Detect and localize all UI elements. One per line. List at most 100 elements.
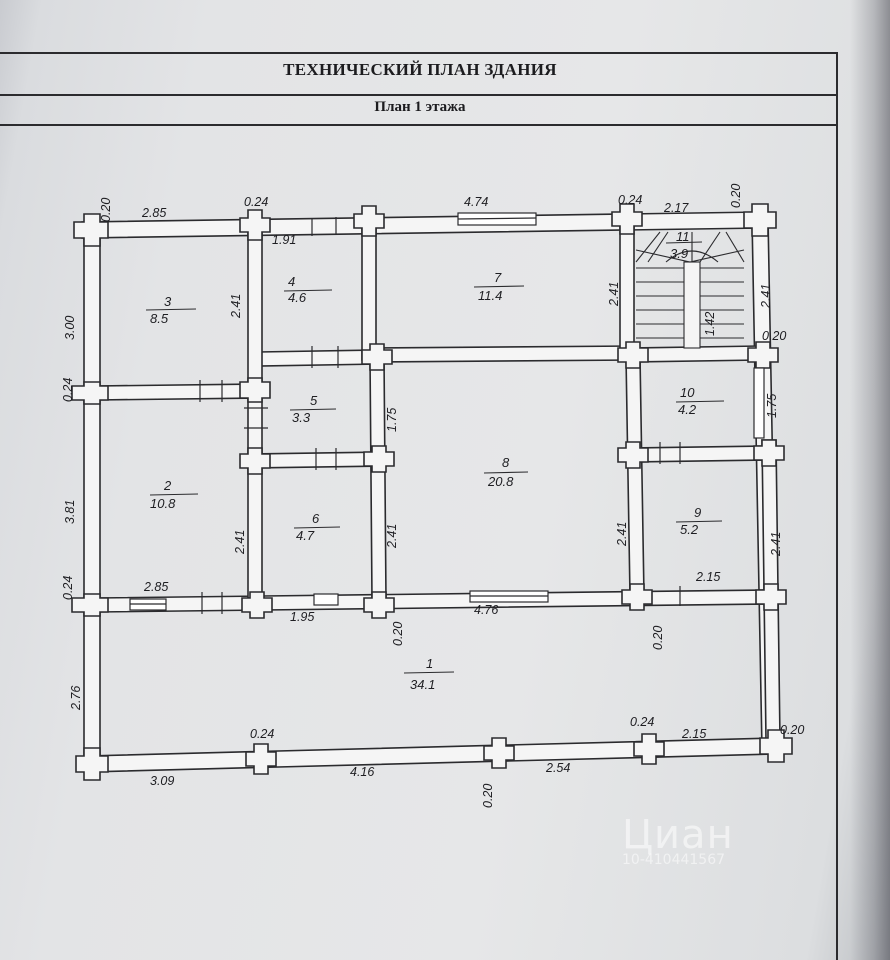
dim-left-0: 3.00 [63,316,77,340]
wall-left [83,225,101,769]
junction-m1 [239,377,271,403]
room-numbers: 3 8.5 4 4.6 7 11.4 11 3.9 5 3.3 10 4.2 2… [150,229,701,692]
room-9-area: 5.2 [680,522,699,537]
room-5-area: 3.3 [292,410,311,425]
page-subtitle: План 1 этажа [374,99,466,115]
room-3-divider [145,308,197,311]
room-4-number: 4 [288,274,295,289]
room-9-number: 9 [694,505,701,520]
room-1-divider [403,671,455,674]
junction-l2 [71,593,109,617]
dim-room6-width: 1.95 [290,610,314,624]
dim-top-3: 1.91 [272,233,296,247]
page-title: ТЕХНИЧЕСКИЙ ПЛАН ЗДАНИЯ [283,60,557,79]
dim-top-5: 0.24 [618,193,642,207]
dim-room3-height: 2.41 [229,294,243,319]
dim-stair-height: 2.41 [759,284,773,309]
junction-tr [743,203,777,237]
dim-wall-c1: 0.20 [391,622,405,646]
dim-stair-width: 1.42 [703,312,717,336]
dim-room2-height: 2.41 [233,530,247,555]
room-3-number: 3 [164,294,172,309]
junction-r2 [753,439,785,467]
page-edge-shadow [850,0,890,960]
wall-v-rooms-3-4 [247,219,263,599]
junction-l1 [71,381,109,405]
wall-top [81,211,763,239]
room-6-divider [293,526,341,529]
stair-stringer [683,261,701,349]
dim-bottom-2: 4.16 [350,765,374,779]
room-11-divider [665,241,703,244]
dim-room8-width: 4.76 [474,603,498,617]
dim-left-2: 3.81 [63,500,77,524]
junction-top-3 [611,203,643,235]
room-8-divider [483,471,529,474]
junction-bl [75,747,109,781]
dim-room2-width: 2.85 [143,580,168,594]
room-11-number: 11 [676,229,690,244]
staircase [635,231,745,349]
junction-m6 [361,343,393,371]
dim-room8-height: 2.41 [615,522,629,547]
window-room-10 [753,367,765,439]
dim-room9-width: 2.15 [695,570,720,584]
room-5-divider [289,408,337,411]
junction-tl [73,213,109,247]
dim-top-7: 0.20 [729,184,743,208]
junction-m8 [617,441,649,469]
dim-bottom-3: 0.20 [481,784,495,808]
room-1-area: 34.1 [410,677,435,692]
dim-bottom-1: 0.24 [250,727,274,741]
dim-room9-height: 2.41 [769,532,783,557]
junction-m7 [617,341,649,369]
junction-b1 [245,743,277,775]
wall-bottom [85,737,777,773]
room-8-number: 8 [502,455,510,470]
room-2-area: 10.8 [150,496,176,511]
room-4-area: 4.6 [288,290,307,305]
stair-winder [635,231,745,263]
wall-h-main-corridor [95,589,771,613]
room-7-area: 11.4 [478,288,502,303]
window-room-6 [313,593,339,606]
room-7-number: 7 [494,270,502,285]
dim-stair-wall: 0.20 [762,329,786,343]
junction-r3 [755,583,787,611]
junction-m4 [363,445,395,473]
room-5-number: 5 [310,393,318,408]
room-3-area: 8.5 [150,311,169,326]
wall-v-rooms-4-7 [361,217,377,361]
wall-h-rooms-10-9 [629,445,769,463]
header-bottom-line [0,124,838,126]
dim-room6-height: 2.41 [385,524,399,549]
room-labels [145,241,725,674]
junction-br [759,729,793,763]
dim-top-4: 4.74 [464,195,488,209]
dim-top-6: 2.17 [663,201,689,215]
dim-top-2: 0.24 [244,195,268,209]
dim-bottom-7: 0.20 [780,723,804,737]
dim-room7-height: 2.41 [607,282,621,307]
room-8-area: 20.8 [487,474,514,489]
junction-top-2 [353,205,385,237]
junction-m2 [239,447,271,475]
wall-v-rooms-5-8 [369,355,387,601]
junction-m3 [241,591,273,619]
dim-room5-height: 1.75 [385,408,399,432]
dim-top-0: 0.20 [99,198,113,222]
room-9-divider [675,520,723,523]
doors [199,217,681,614]
junction-r1 [747,341,779,369]
header-mid-line [0,94,838,96]
wall-junctions [71,203,793,781]
windows [129,212,765,611]
wall-v-rooms-7-stair [619,213,635,361]
junction-b2 [483,737,515,769]
dimension-labels: 0.20 2.85 0.24 1.91 4.74 0.24 2.17 0.20 … [61,184,804,808]
room-11-area: 3.9 [670,246,688,261]
room-4-divider [283,289,333,292]
dim-wall-c2: 0.20 [651,626,665,650]
